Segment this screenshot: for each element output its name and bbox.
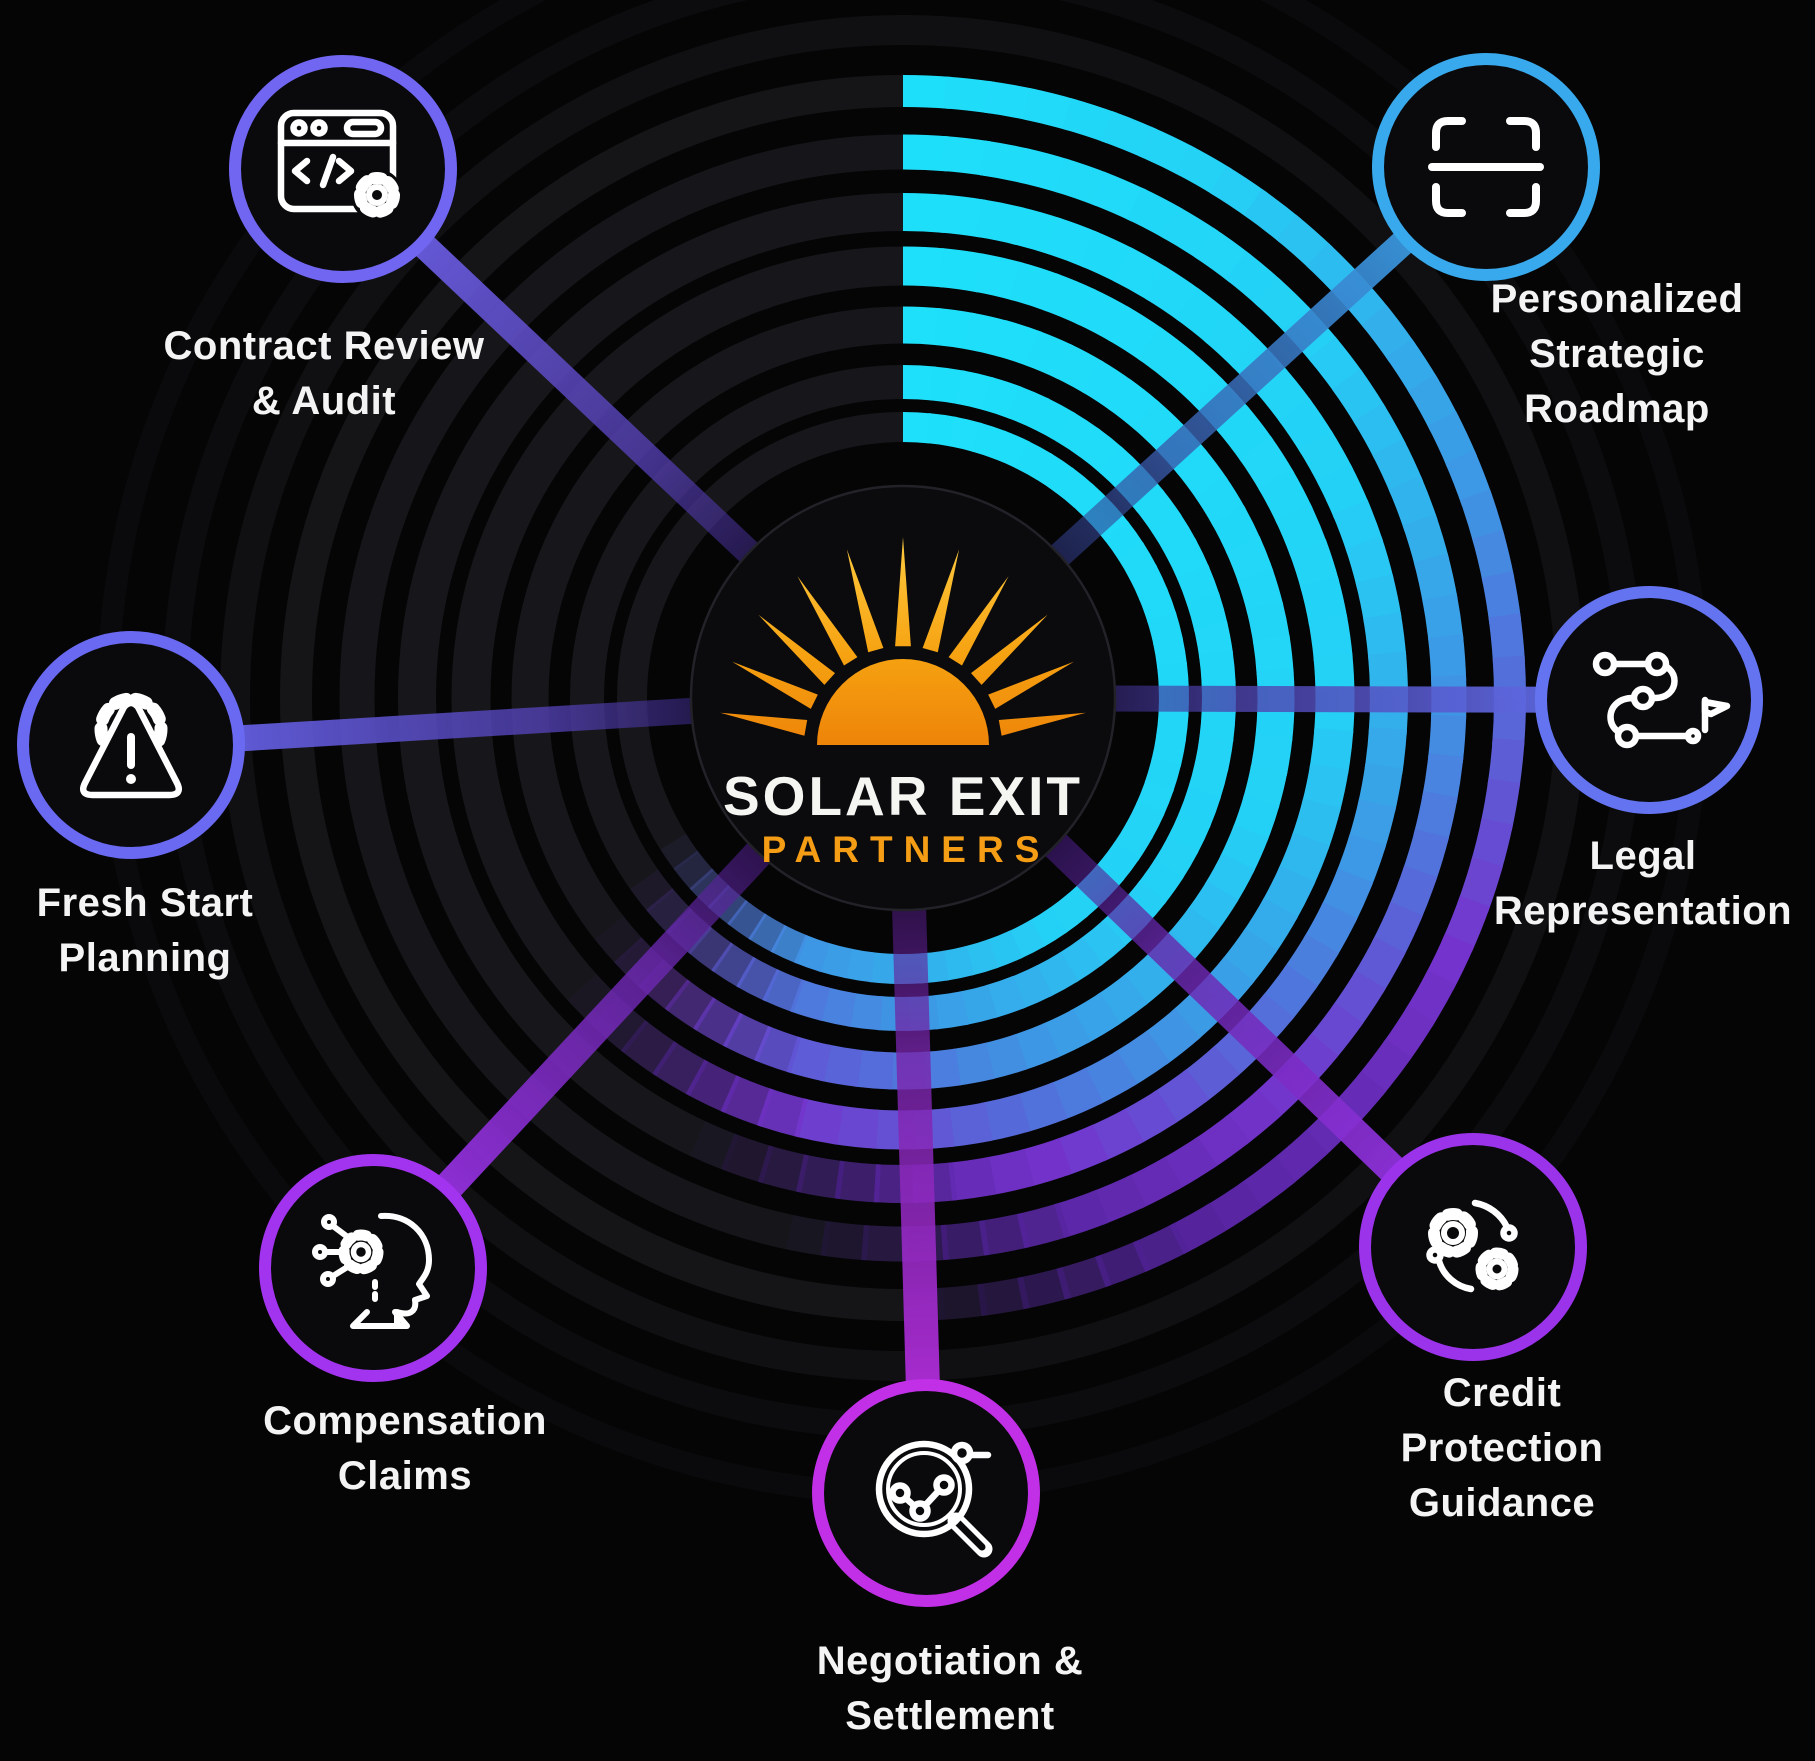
service-node-credit-protection	[1359, 1133, 1587, 1361]
sun-disc-icon	[817, 659, 989, 745]
browser-code-gear-icon	[277, 109, 403, 221]
node-ring	[229, 55, 457, 283]
label-legal-representation: Legal Representation	[1493, 833, 1793, 933]
gears-sync-icon	[1426, 1199, 1519, 1293]
ai-head-icon	[312, 1212, 432, 1329]
magnifier-chart-icon	[875, 1440, 993, 1558]
service-node-contract-review	[229, 55, 457, 283]
label-credit-protection: Credit Protection Guidance	[1400, 1371, 1604, 1526]
service-node-strategic-roadmap	[1372, 53, 1600, 281]
label-negotiation-settlement: Negotiation & Settlement	[816, 1638, 1084, 1738]
node-ring	[812, 1379, 1040, 1607]
warning-gear-icon	[80, 692, 182, 799]
label-contract-review: Contract Review & Audit	[163, 323, 485, 423]
label-compensation-claims: Compensation Claims	[263, 1398, 547, 1498]
label-fresh-start-planning: Fresh Start Planning	[36, 880, 254, 980]
route-flag-icon	[1592, 651, 1731, 749]
brand-tagline: PARTNERS	[761, 829, 1051, 870]
brand-name: SOLAR EXIT	[722, 765, 1084, 827]
scan-frame-icon	[1428, 117, 1544, 217]
service-node-compensation-claims	[259, 1154, 487, 1382]
service-node-legal-representation	[1535, 586, 1763, 814]
service-node-negotiation-settlement	[812, 1379, 1040, 1607]
label-strategic-roadmap: Personalized Strategic Roadmap	[1490, 277, 1744, 432]
sun-rays-icon	[720, 537, 1086, 736]
center-logo	[689, 484, 1117, 912]
service-node-fresh-start-planning	[17, 631, 245, 859]
